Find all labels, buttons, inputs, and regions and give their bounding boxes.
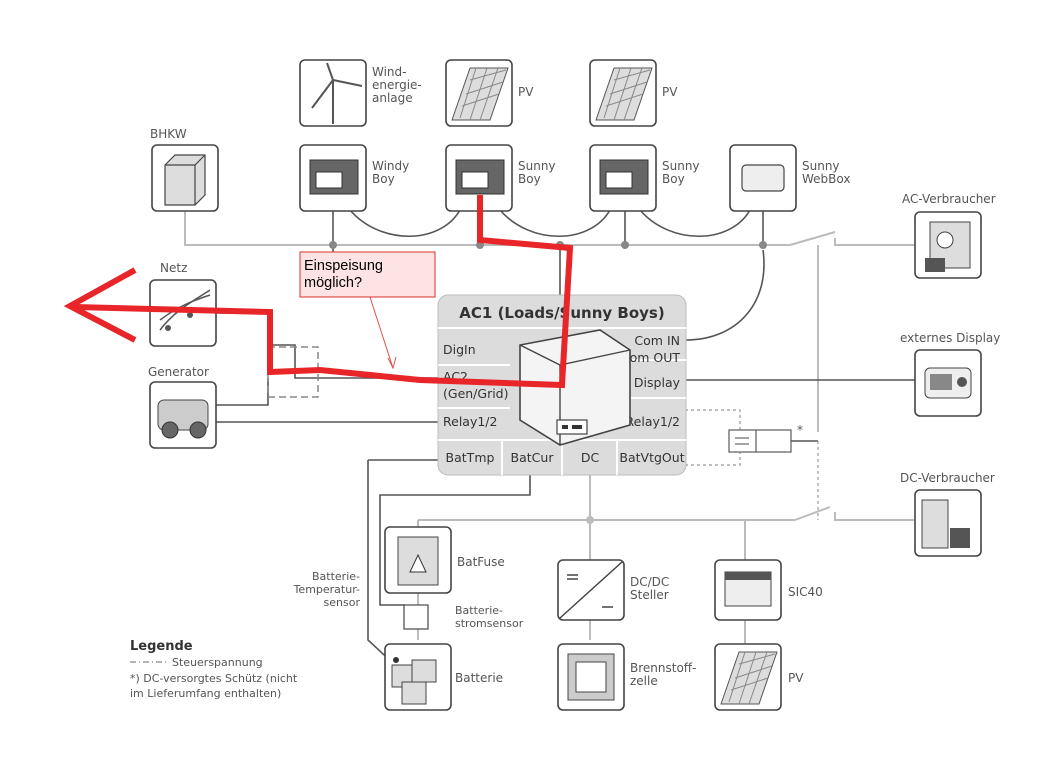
sunny-boy-1-label-text-line-2: Boy <box>518 172 541 186</box>
bhkw: BHKW <box>150 127 219 212</box>
annotation-callout: Einspeisung möglich? <box>299 251 436 370</box>
port-batvtgout: BatVtgOut <box>619 450 684 465</box>
netz-label: Netz <box>160 261 187 275</box>
pv-panel-3: PV <box>714 643 804 711</box>
sic40-label: SIC40 <box>788 585 823 599</box>
battery-temp-sensor-label-text-line-2: Temperatur- <box>293 583 360 596</box>
annotation-text: Einspeisung möglich? <box>304 258 387 291</box>
port-batcur: BatCur <box>511 450 555 465</box>
sic40: SIC40 <box>714 559 823 621</box>
red-flow-annotation <box>63 195 574 389</box>
port-com-out: Com OUT <box>621 350 681 365</box>
pv-1-label: PV <box>518 85 534 99</box>
sunny-webbox-label-text-line-2: WebBox <box>802 172 850 186</box>
legend-line-3: im Lieferumfang enthalten) <box>130 687 281 700</box>
brennstoffzelle-label: Brennstoff-zelle <box>630 661 696 688</box>
battery-current-sensor-label-text-line-2: stromsensor <box>455 617 524 630</box>
contactor-mark: * <box>797 423 803 437</box>
dc-bus <box>367 459 915 666</box>
dc-dc-steller-label-text-line-2: Steller <box>630 588 669 602</box>
brennstoffzelle-label-text: Brennstoff- <box>630 661 696 675</box>
battery-current-sensor-label-text: Batterie- <box>455 604 503 617</box>
pv-3-label: PV <box>788 671 804 685</box>
pv-panel-1: PV <box>445 59 534 127</box>
externes-display: externes Display <box>900 331 1000 417</box>
wind-turbine-label-text: Wind- <box>372 65 407 79</box>
legend-line-1: Steuerspannung <box>172 656 263 669</box>
wind-turbine: Wind-energie-anlage <box>299 59 422 127</box>
batterie: Batterie <box>384 643 503 711</box>
dc-dc-steller-label-text: DC/DC <box>630 575 669 589</box>
sunny-boy-2-label-text: Sunny <box>662 159 700 173</box>
generator-label: Generator <box>148 365 209 379</box>
sunny-island-icon <box>519 329 631 446</box>
externes-display-label: externes Display <box>900 331 1000 345</box>
port-battmp: BatTmp <box>446 450 495 465</box>
grid-wiring <box>215 312 440 423</box>
annotation-line-2: möglich? <box>304 275 362 291</box>
brennstoffzelle: Brennstoff-zelle <box>557 643 696 711</box>
battery-temp-sensor-label: Batterie-Temperatur-sensor <box>293 570 361 609</box>
battery-current-sensor-label: Batterie-stromsensor <box>455 604 524 630</box>
legend-line-2: *) DC-versorgtes Schütz (nicht <box>130 672 298 685</box>
brennstoffzelle-label-text-line-2: zelle <box>630 674 658 688</box>
dc-verbraucher-label: DC-Verbraucher <box>900 471 995 485</box>
port-relay-left: Relay1/2 <box>443 414 497 429</box>
wind-turbine-label-text-line-3: anlage <box>372 91 413 105</box>
dc-verbraucher: DC-Verbraucher <box>900 471 995 557</box>
right-wiring: * <box>685 379 915 520</box>
central-unit-title: AC1 (Loads/Sunny Boys) <box>459 304 664 322</box>
bhkw-label: BHKW <box>150 127 187 141</box>
windy-boy-label-text: Windy <box>372 159 409 173</box>
battery-temp-sensor-label-text-line-3: sensor <box>324 596 361 609</box>
batfuse-label: BatFuse <box>457 555 505 569</box>
sunny-boy-2-label-text-line-2: Boy <box>662 172 685 186</box>
port-dc: DC <box>581 450 600 465</box>
batterie-label: Batterie <box>455 671 503 685</box>
battery-current-sensor: Batterie-stromsensor <box>455 604 524 630</box>
sunny-boy-1-label-text: Sunny <box>518 159 556 173</box>
pv-panel-2: PV <box>589 59 678 127</box>
netz: Netz <box>149 261 217 347</box>
port-digin: DigIn <box>443 342 476 357</box>
port-ac2-sub: (Gen/Grid) <box>443 386 509 401</box>
batfuse: BatFuse <box>384 526 505 594</box>
annotation-line-1: Einspeisung <box>304 258 383 274</box>
ac-verbraucher: AC-Verbraucher <box>902 192 996 279</box>
generator: Generator <box>148 365 217 449</box>
pv-2-label: PV <box>662 85 678 99</box>
windy-boy-label-text-line-2: Boy <box>372 172 395 186</box>
wind-turbine-label-text-line-2: energie- <box>372 78 422 92</box>
port-com-in: Com IN <box>634 333 680 348</box>
sunny-webbox-label-text: Sunny <box>802 159 840 173</box>
port-relay-right: Relay1/2 <box>626 414 680 429</box>
legend: Legende Steuerspannung *) DC-versorgtes … <box>130 639 298 700</box>
ac-verbraucher-label: AC-Verbraucher <box>902 192 996 206</box>
wind-turbine-label: Wind-energie-anlage <box>372 65 422 105</box>
battery-temp-sensor: Batterie-Temperatur-sensor <box>293 570 361 609</box>
battery-temp-sensor-label-text: Batterie- <box>312 570 360 583</box>
legend-title: Legende <box>130 639 193 654</box>
port-display: Display <box>634 375 681 390</box>
